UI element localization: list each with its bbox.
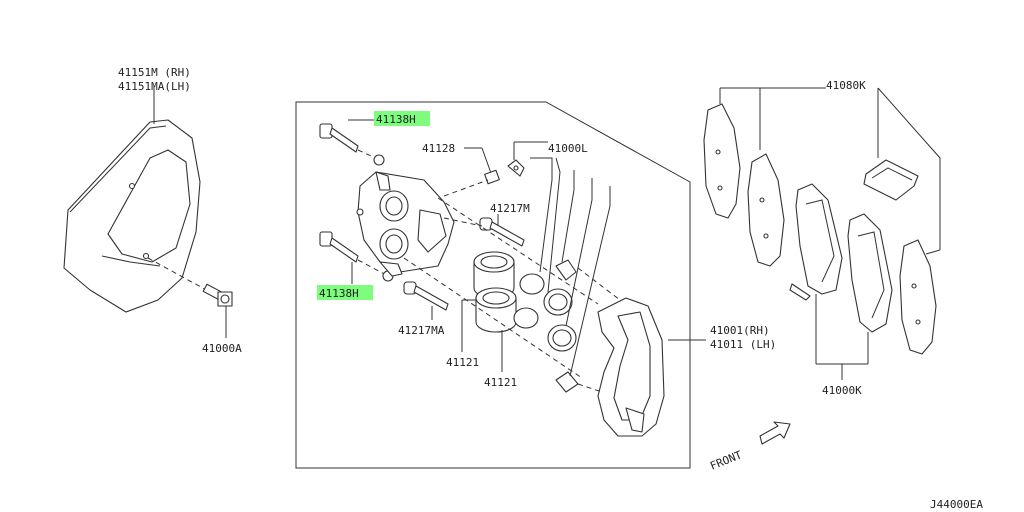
- label-41151m: 41151M (RH): [118, 66, 191, 79]
- label-41138h-bottom: 41138H: [319, 287, 359, 300]
- label-41000a: 41000A: [202, 342, 242, 355]
- label-41217ma: 41217MA: [398, 324, 445, 337]
- caliper-body: [356, 171, 455, 277]
- cover-bolt: [202, 283, 233, 307]
- highlight-41138h-top: [374, 111, 430, 126]
- brake-pad-outer: [847, 213, 893, 333]
- torque-member: [597, 297, 665, 437]
- label-front: FRONT: [708, 448, 744, 473]
- caliper-assembly-frame: [295, 101, 691, 469]
- guide-pin-bolt-bottom: [319, 231, 359, 263]
- label-41001-rh: 41001(RH): [710, 324, 770, 337]
- label-41000l: 41000L: [548, 142, 588, 155]
- pad-shim-2: [747, 153, 785, 267]
- bleeder-screw: [484, 159, 525, 185]
- pad-shim-3: [899, 239, 937, 355]
- splash-cover: [63, 119, 201, 313]
- label-41138h-top: 41138H: [376, 113, 416, 126]
- label-41217m: 41217M: [490, 202, 530, 215]
- label-41080k: 41080K: [826, 79, 866, 92]
- sleeve-upper: [479, 217, 525, 247]
- pad-shim-1: [703, 103, 741, 219]
- label-41121-b: 41121: [484, 376, 517, 389]
- guide-pin-bolt-top: [319, 123, 359, 153]
- pad-spring-clip: [863, 159, 919, 201]
- label-41128: 41128: [422, 142, 455, 155]
- front-arrow-icon: [759, 421, 791, 445]
- label-41121-a: 41121: [446, 356, 479, 369]
- diagram-reference-code: J44000EA: [930, 498, 983, 511]
- label-41000k: 41000K: [822, 384, 862, 397]
- piston-lower: [475, 287, 517, 333]
- highlight-41138h-bottom: [317, 285, 373, 300]
- label-41151ma: 41151MA(LH): [118, 80, 191, 93]
- piston-seals: [513, 273, 577, 352]
- sleeve-lower: [403, 281, 449, 311]
- brake-pad-inner: [789, 183, 843, 301]
- label-41011-lh: 41011 (LH): [710, 338, 776, 351]
